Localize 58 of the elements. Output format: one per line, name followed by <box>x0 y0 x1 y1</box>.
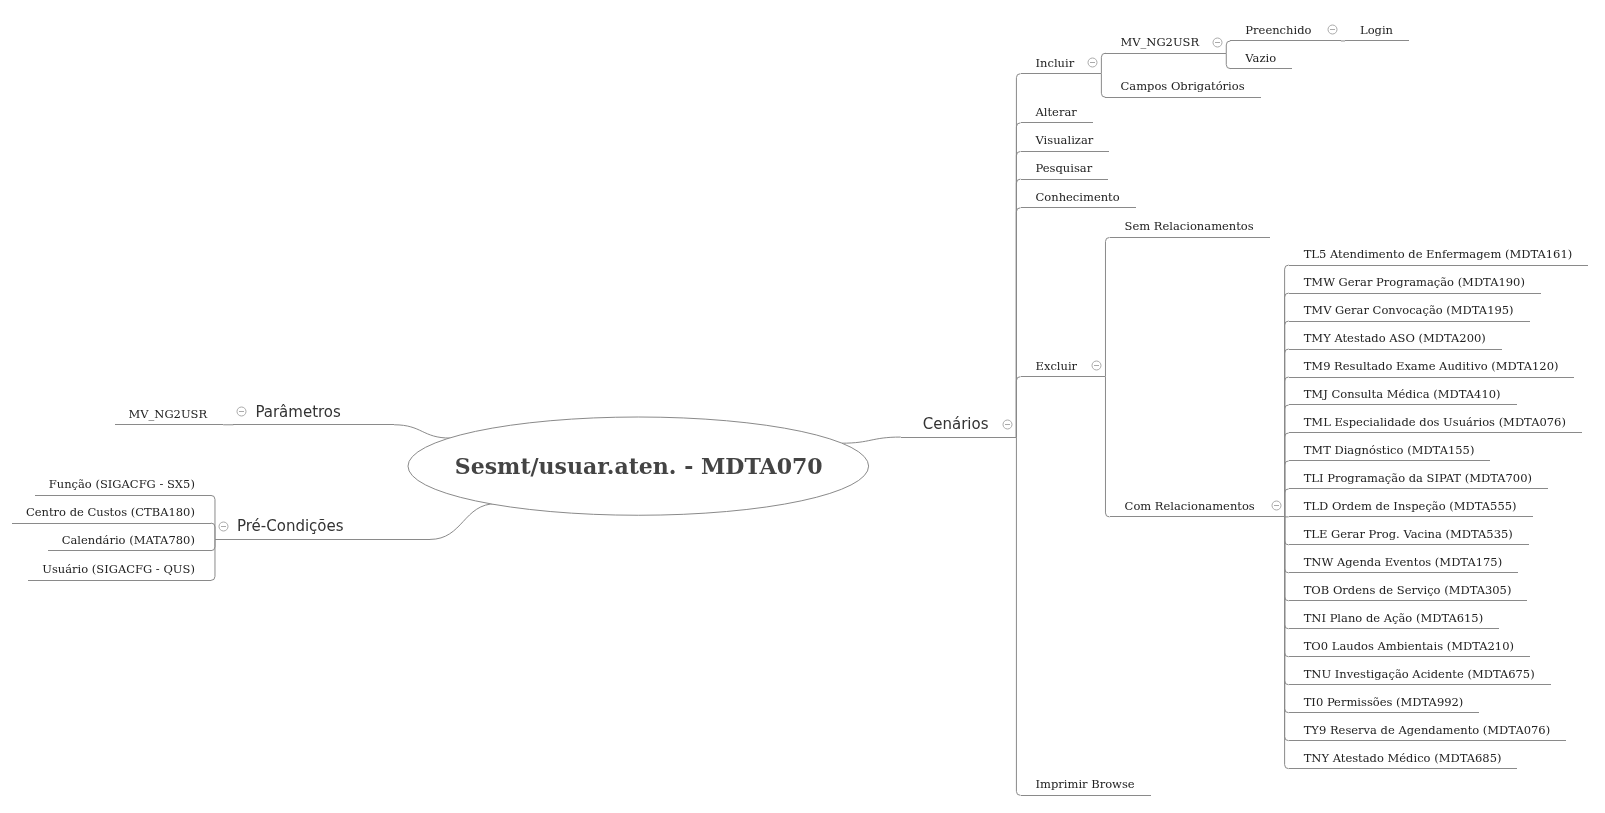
topic-text: TLI Programação da SIPAT (MDTA700) <box>1303 470 1532 485</box>
topic-text: Parâmetros <box>255 402 341 421</box>
topic-text: Login <box>1360 22 1393 37</box>
topic-text: Imprimir Browse <box>1035 777 1135 792</box>
topic-text: TML Especialidade dos Usuários (MDTA076) <box>1303 414 1566 429</box>
branch-line <box>1340 40 1346 42</box>
topic-text: Calendário (MATA780) <box>61 532 195 547</box>
topic-text: TMV Gerar Convocação (MDTA195) <box>1303 303 1514 318</box>
branch-line <box>1284 516 1290 518</box>
branch-line <box>1100 73 1106 98</box>
topic-text: Campos Obrigatórios <box>1120 79 1245 94</box>
topic-text: TMJ Consulta Médica (MDTA410) <box>1303 387 1501 401</box>
branch-line <box>1104 236 1111 378</box>
topic-text: Sem Relacionamentos <box>1124 219 1254 234</box>
branch-line <box>1015 436 1021 796</box>
topic-text: Cenários <box>922 415 989 434</box>
topic-text: TMW Gerar Programação (MDTA190) <box>1303 275 1525 290</box>
branch-line <box>1225 52 1231 70</box>
topic-text: Usuário (SIGACFG - QUS) <box>42 562 195 577</box>
topic-text: Pesquisar <box>1035 161 1093 176</box>
central-topic-text: Sesmt/usuar.aten. - MDTA070 <box>454 452 823 479</box>
topic-text: TY9 Reserva de Agendamento (MDTA076) <box>1303 722 1551 737</box>
topic-text: TMT Diagnóstico (MDTA155) <box>1303 442 1475 457</box>
topic-text: Alterar <box>1035 104 1077 119</box>
topic-text: TL5 Atendimento de Enfermagem (MDTA161) <box>1303 247 1573 262</box>
topic-text: Centro de Custos (CTBA180) <box>26 505 195 520</box>
branch-line <box>1104 376 1111 518</box>
topic-text: TNU Investigação Acidente (MDTA675) <box>1303 666 1535 681</box>
topic-text: MV_NG2USR <box>128 406 208 421</box>
topic-text: MV_NG2USR <box>1120 35 1200 50</box>
topic-text: Pré-Condições <box>236 517 344 536</box>
topic-text: TNW Agenda Eventos (MDTA175) <box>1303 554 1503 569</box>
topic-text: Incluir <box>1035 55 1075 70</box>
topic-text: TLD Ordem de Inspeção (MDTA555) <box>1303 498 1517 513</box>
topic-text: TOB Ordens de Serviço (MDTA305) <box>1303 582 1512 597</box>
topic-text: Visualizar <box>1035 133 1094 148</box>
topic-text: TO0 Laudos Ambientais (MDTA210) <box>1303 638 1514 653</box>
branch-line <box>210 538 216 581</box>
topic-text: TI0 Permissões (MDTA992) <box>1303 694 1464 709</box>
topic-text: Excluir <box>1035 358 1078 373</box>
topic-text: TMY Atestado ASO (MDTA200) <box>1303 331 1486 346</box>
topic-text: TLE Gerar Prog. Vacina (MDTA535) <box>1303 526 1513 541</box>
topic-text: TM9 Resultado Exame Auditivo (MDTA120) <box>1303 359 1559 373</box>
branch-line <box>1015 376 1021 438</box>
branch-line <box>210 522 216 540</box>
branch-line <box>1225 40 1231 54</box>
topic-text: Com Relacionamentos <box>1124 498 1255 513</box>
topic-text: TNI Plano de Ação (MDTA615) <box>1303 610 1484 625</box>
branch-line <box>222 424 234 426</box>
branch-line <box>840 436 902 444</box>
topic-text: Vazio <box>1245 50 1277 65</box>
topic-text: Conhecimento <box>1035 189 1120 204</box>
branch-line <box>1284 488 1290 518</box>
branch-line <box>1100 52 1106 75</box>
central-topic-ellipse <box>407 415 870 516</box>
topic-text: Função (SIGACFG - SX5) <box>48 477 195 492</box>
topic-text: TNY Atestado Médico (MDTA685) <box>1303 750 1502 765</box>
topic-text: Preenchido <box>1245 22 1312 37</box>
